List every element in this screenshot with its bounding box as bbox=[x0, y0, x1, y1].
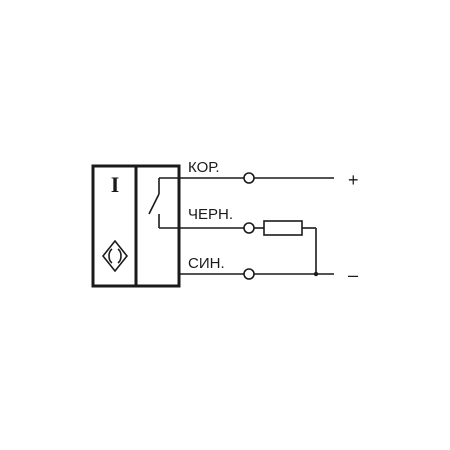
terminal-brown bbox=[243, 172, 255, 184]
resistor-load-icon bbox=[263, 220, 303, 236]
wire-brown: КОР. + bbox=[179, 159, 359, 190]
wire-label-blue: СИН. bbox=[188, 255, 225, 272]
sensor-type-mark: I bbox=[111, 172, 120, 197]
junction-dot bbox=[313, 271, 319, 277]
polarity-minus: – bbox=[348, 265, 358, 285]
wire-black: ЧЕРН. bbox=[179, 206, 317, 274]
terminal-black bbox=[243, 222, 255, 234]
wire-label-black: ЧЕРН. bbox=[188, 206, 233, 223]
wire-label-brown: КОР. bbox=[188, 159, 220, 176]
normally-open-switch-icon bbox=[148, 177, 179, 229]
sensor-body: I bbox=[91, 164, 181, 288]
inductive-sensor-symbol-icon bbox=[101, 239, 129, 273]
wire-blue: СИН. – bbox=[179, 255, 358, 285]
polarity-plus: + bbox=[348, 170, 359, 190]
terminal-blue bbox=[243, 268, 255, 280]
